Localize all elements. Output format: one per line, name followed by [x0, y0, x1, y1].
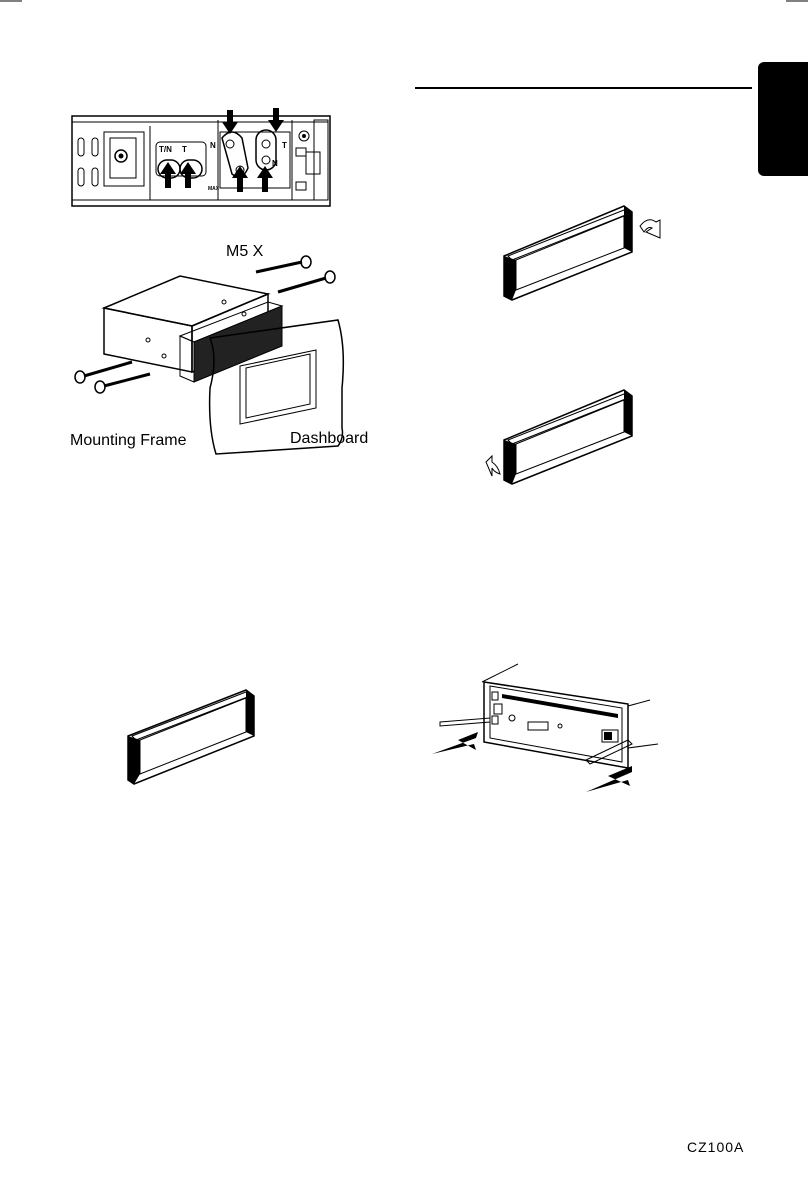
screw-icon [278, 271, 335, 292]
rotate-right-icon [640, 220, 660, 238]
pull-arrow-icon [432, 732, 478, 754]
screw-icon [256, 256, 311, 272]
tab-label-n: N [210, 141, 216, 150]
screw-icon [95, 374, 150, 393]
mounting-frame-label: Mounting Frame [70, 432, 187, 450]
tab-label-tn: T/N [159, 145, 172, 154]
section-rule [415, 87, 752, 89]
pull-arrow-icon [586, 766, 632, 792]
tab-label-t: T [182, 145, 187, 154]
up-arrow-icon [160, 162, 176, 188]
rotate-left-icon [486, 456, 500, 476]
down-arrow-icon [222, 110, 238, 134]
thumb-index-tab [758, 62, 808, 176]
tab-label-n2: N [272, 159, 278, 168]
down-arrow-icon [268, 108, 284, 132]
tab-label-t2: T [282, 141, 287, 150]
model-code: CZ100A [687, 1139, 744, 1155]
dashboard-label: Dashboard [290, 430, 368, 448]
